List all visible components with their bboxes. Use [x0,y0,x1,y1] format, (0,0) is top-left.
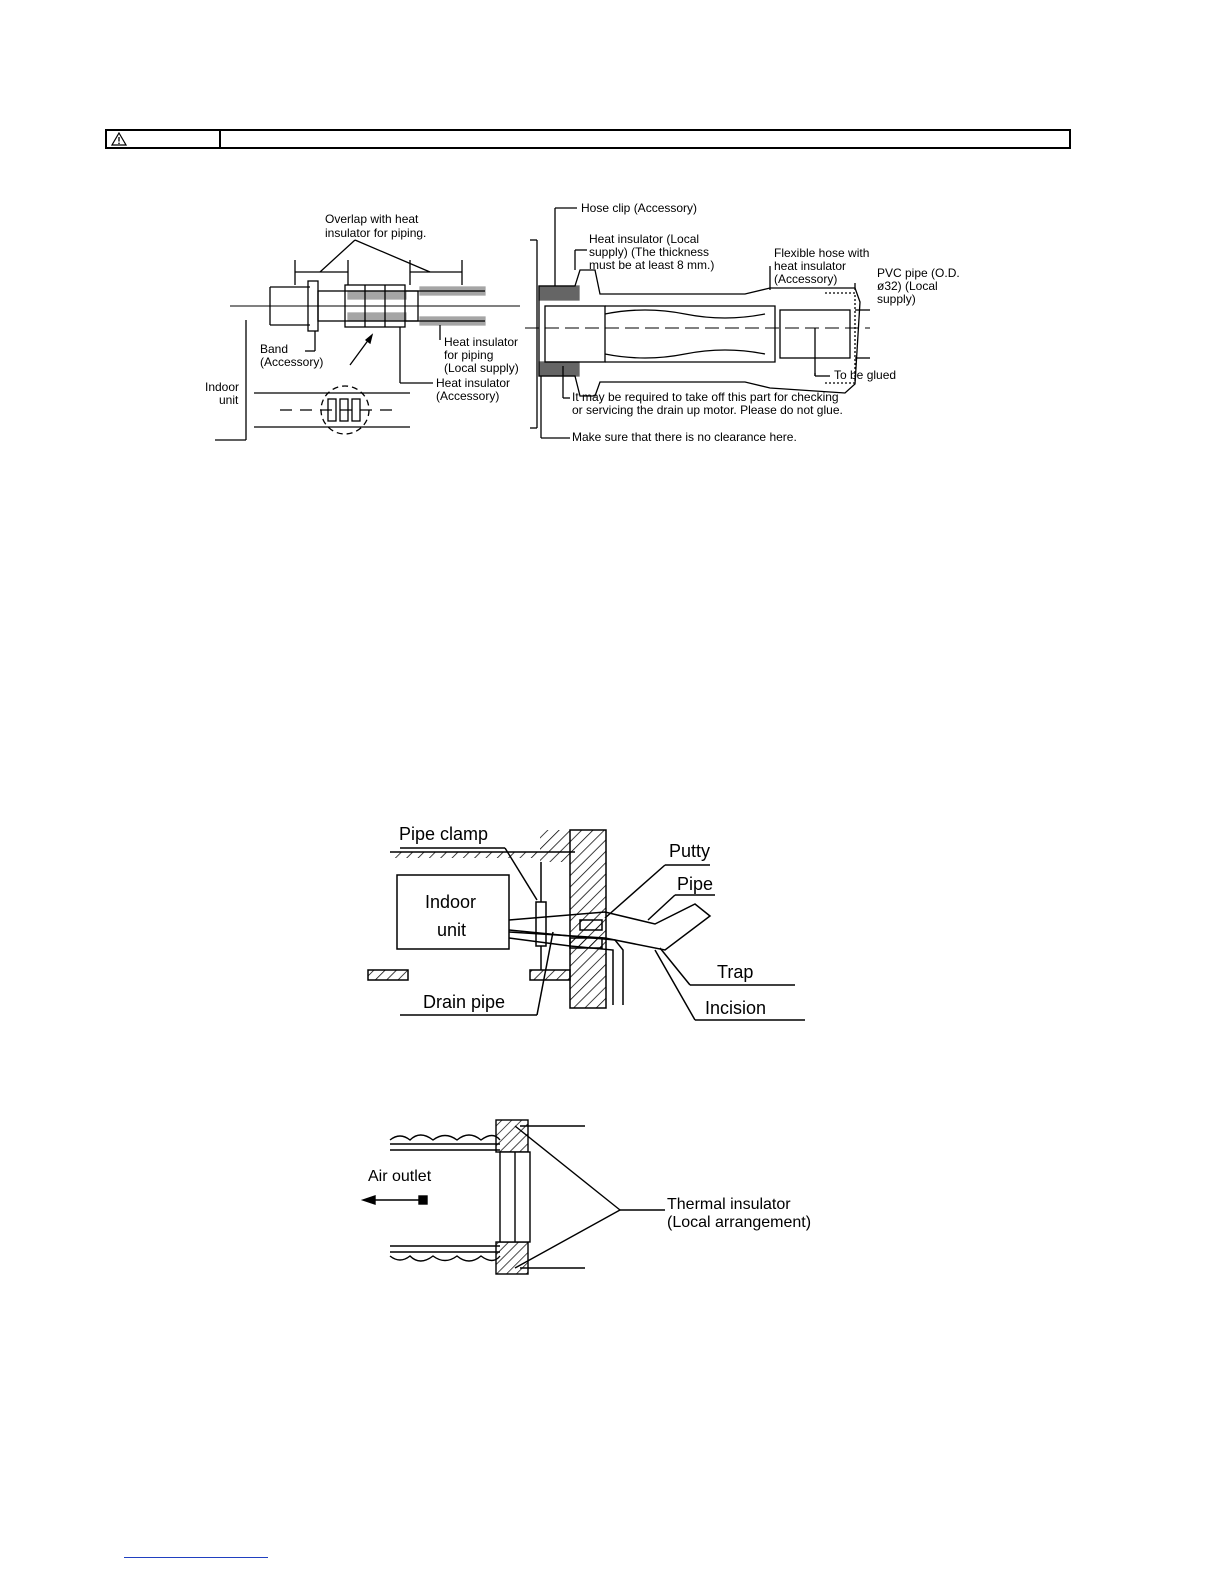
pipe-clamp-label: Pipe clamp [399,824,488,844]
putty-label: Putty [669,841,710,861]
heat-insulator-local-label-2: supply) (The thickness [589,245,709,259]
pipe-label: Pipe [677,874,713,894]
air-outlet-label: Air outlet [368,1168,432,1185]
drain-wall-diagram: Pipe clamp Indoor unit Putty Pipe Trap I… [367,824,805,1021]
trap-label: Trap [717,962,753,982]
flexible-hose-diagram: Hose clip (Accessory) Heat insulator (Lo… [525,201,960,444]
pvc-pipe-label-2: ø32) (Local [877,279,938,293]
flexible-hose-label-3: (Accessory) [774,272,837,286]
footer-link-line [124,1557,268,1558]
drain-pipe-label: Drain pipe [423,992,505,1012]
incision-label: Incision [705,998,766,1018]
hose-clip-label: Hose clip (Accessory) [581,201,697,215]
air-outlet-diagram: Air outlet Thermal insulator (Local arra… [360,1119,811,1275]
heat-insulator-piping-label-2: for piping [444,348,493,362]
no-clearance-label: Make sure that there is no clearance her… [572,430,797,444]
heat-insulator-accessory-label-2: (Accessory) [436,389,499,403]
drain-connection-diagram: Overlap with heat insulator for piping. … [205,212,520,441]
band-label: Band [260,342,288,356]
thermal-insulator-label: Thermal insulator [667,1196,791,1213]
indoor-unit-label-2: unit [437,920,466,940]
flexible-hose-label-2: heat insulator [774,259,846,273]
heat-insulator-piping-label: Heat insulator [444,335,518,349]
warning-icon-cell [107,131,221,147]
heat-insulator-local-label-3: must be at least 8 mm.) [589,258,714,272]
overlap-label: Overlap with heat [325,212,419,226]
heat-insulator-local-label: Heat insulator (Local [589,232,699,246]
heat-insulator-accessory-label: Heat insulator [436,376,510,390]
pvc-pipe-label-3: supply) [877,292,916,306]
indoor-unit-label: Indoor [425,892,476,912]
to-be-glued-label: To be glued [834,368,896,382]
warning-bar [105,129,1071,149]
thermal-insulator-label-2: (Local arrangement) [667,1214,811,1231]
heat-insulator-piping-label-3: (Local supply) [444,361,519,375]
flexible-hose-label: Flexible hose with [774,246,869,260]
band-label-2: (Accessory) [260,355,323,369]
overlap-label-2: insulator for piping. [325,226,426,240]
indoor-label: Indoor [205,380,239,394]
pvc-pipe-label: PVC pipe (O.D. [877,266,960,280]
indoor-label-2: unit [219,393,239,407]
removal-note-label-2: or servicing the drain up motor. Please … [572,403,843,417]
removal-note-label: It may be required to take off this part… [572,390,839,404]
warning-triangle-icon [111,132,127,146]
